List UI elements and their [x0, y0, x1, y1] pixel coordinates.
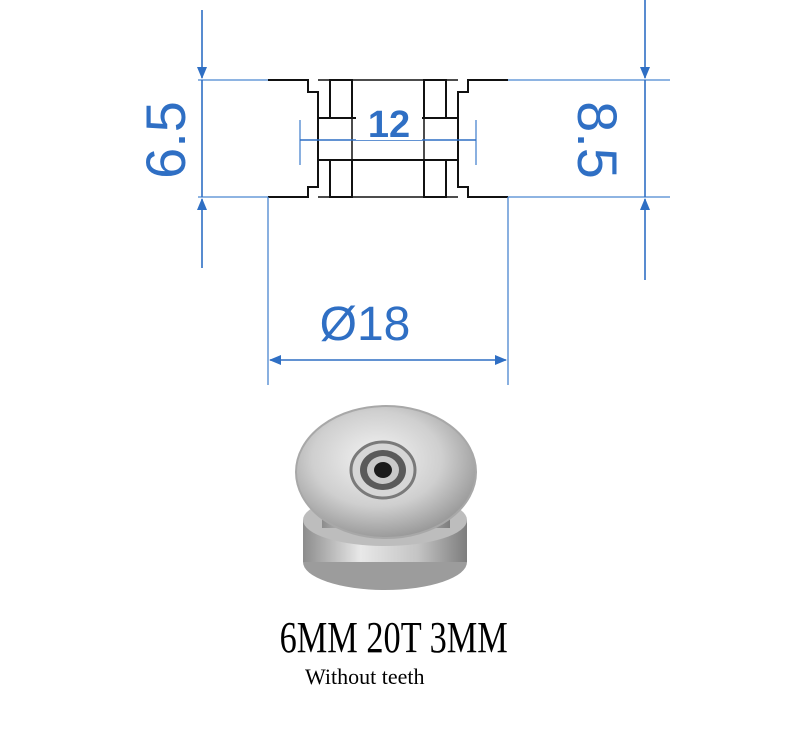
extension-lines [198, 79, 670, 385]
dim-right-height-label: 8.5 [566, 101, 629, 179]
dimension-lines [197, 0, 650, 365]
dim-left-height-label: 6.5 [134, 101, 197, 179]
dim-diameter-label: Ø18 [320, 298, 411, 351]
pulley-spec-caption: 6MM 20T 3MM [279, 613, 508, 662]
pulley-note-caption: Without teeth [305, 664, 425, 689]
pulley-photo [295, 405, 477, 590]
dim-inner-width-label: 12 [368, 104, 410, 146]
